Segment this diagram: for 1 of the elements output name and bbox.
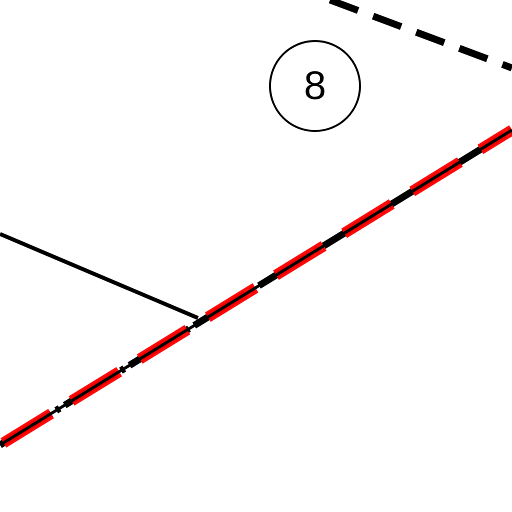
callout-number: 8 <box>304 66 326 106</box>
